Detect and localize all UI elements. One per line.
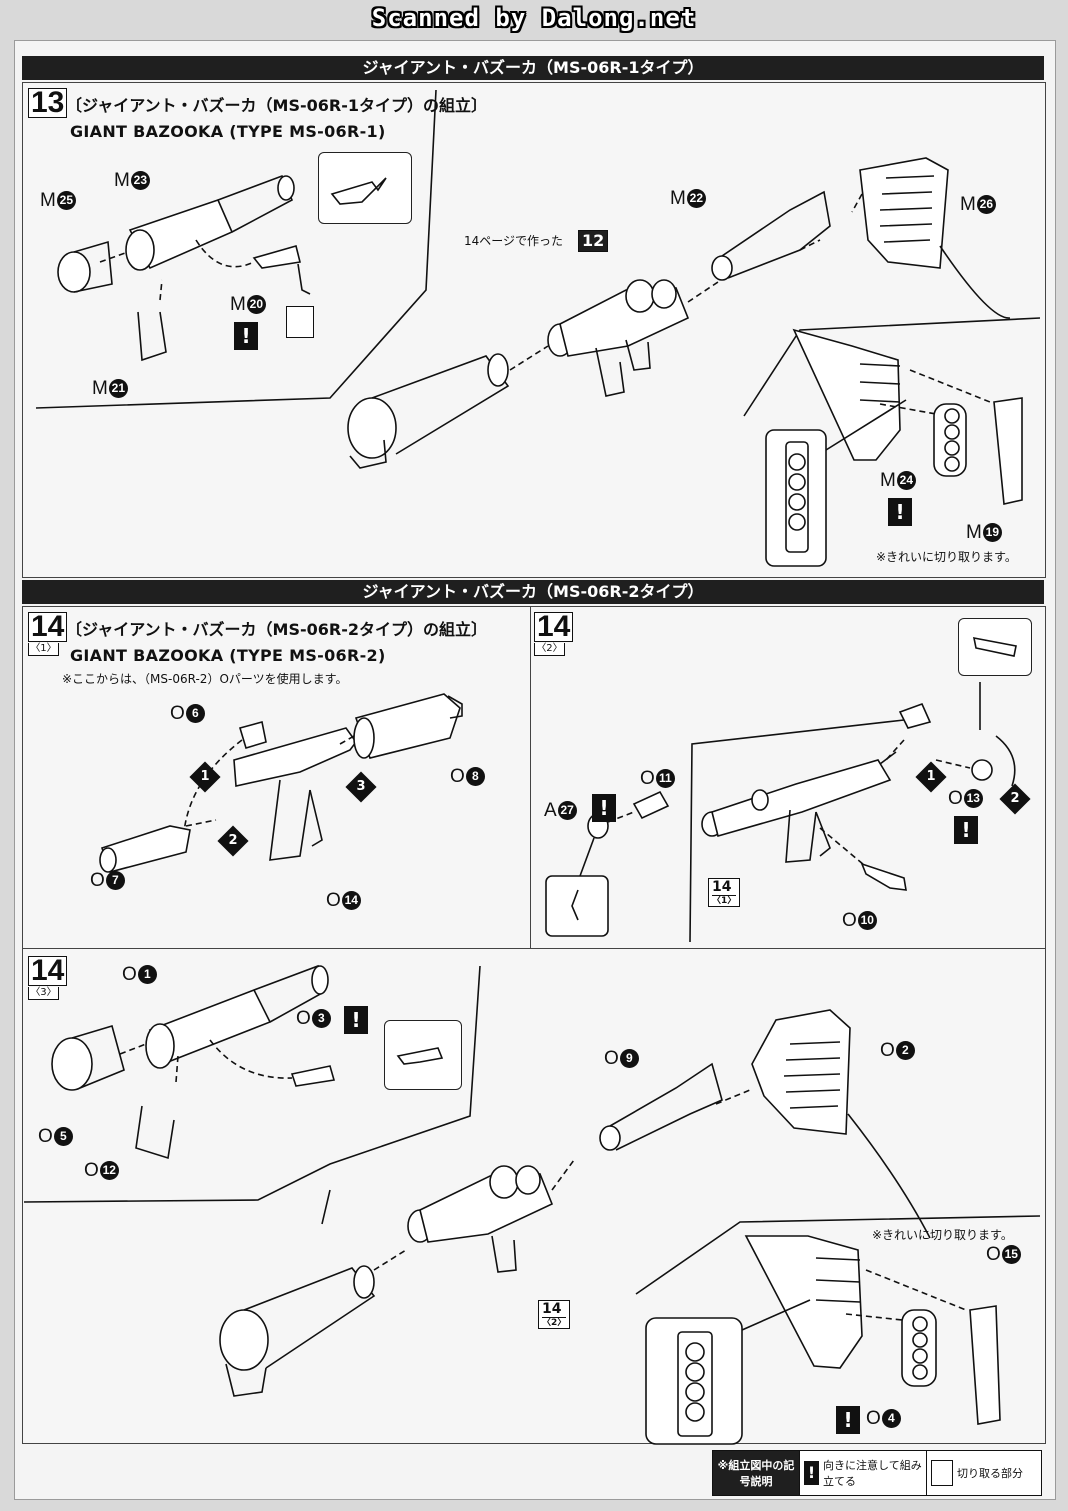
step-title-jp: 〔ジャイアント・バズーカ（MS-06R-2タイプ）の組立〕 (66, 620, 488, 639)
ref-step-12: 12 (578, 230, 609, 252)
ref-step-14-2: 14〈2〉 (538, 1300, 571, 1329)
caution-icon: ! (592, 794, 616, 822)
step-sub: 〈1〉 (28, 643, 59, 656)
step-note: ※ここからは、（MS-06R-2）Oパーツを使用します。 (62, 672, 348, 686)
step-13-panel (22, 82, 1046, 578)
cut-icon (286, 306, 314, 338)
caution-icon: ! (954, 816, 978, 844)
caution-icon: ! (344, 1006, 368, 1034)
cut-note: ※きれいに切り取ります。 (872, 1228, 1013, 1242)
caution-icon: ! (804, 1461, 820, 1485)
cut-icon (931, 1460, 953, 1486)
step-14-1-panel (22, 606, 532, 950)
step-number: 13 (28, 88, 68, 118)
step-number: 14 (28, 612, 68, 642)
legend-caution-label: 向きに注意して組み立てる (823, 1459, 922, 1488)
step-sub: 〈2〉 (534, 643, 565, 656)
step-title-en: GIANT BAZOOKA (TYPE MS-06R-1) (70, 122, 386, 141)
legend-caution: ! 向きに注意して組み立てる (800, 1451, 927, 1495)
step-title-en: GIANT BAZOOKA (TYPE MS-06R-2) (70, 646, 386, 665)
caution-icon: ! (836, 1406, 860, 1434)
step-number: 14 (534, 612, 574, 642)
caution-icon: ! (234, 322, 258, 350)
legend-cut-label: 切り取る部分 (957, 1467, 1023, 1480)
section-banner-r2: ジャイアント・バズーカ（MS-06R-2タイプ） (22, 580, 1044, 604)
step-number: 14 (28, 956, 68, 986)
caution-icon: ! (888, 498, 912, 526)
watermark: Scanned by Dalong.net (371, 4, 697, 32)
section-banner-r1: ジャイアント・バズーカ（MS-06R-1タイプ） (22, 56, 1044, 80)
legend-cut: 切り取る部分 (927, 1451, 1035, 1495)
step-title-jp: 〔ジャイアント・バズーカ（MS-06R-1タイプ）の組立〕 (66, 96, 488, 115)
legend-heading: ※組立図中の記号説明 (713, 1451, 800, 1495)
step-sub: 〈3〉 (28, 987, 59, 1000)
cut-note: ※きれいに切り取ります。 (876, 550, 1017, 564)
symbol-legend: ※組立図中の記号説明 ! 向きに注意して組み立てる 切り取る部分 (712, 1450, 1042, 1496)
ref-step-14-1: 14〈1〉 (708, 878, 741, 907)
ref-note: 14ページで作った (464, 234, 564, 248)
